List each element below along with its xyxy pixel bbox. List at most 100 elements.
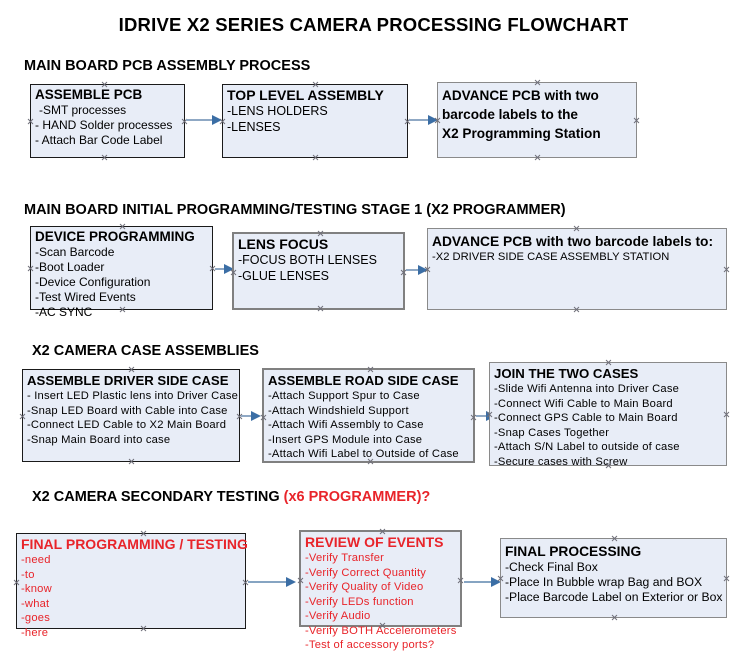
flow-box-line: -Verify BOTH Accelerometers (305, 624, 457, 637)
flow-box-line: -Attach S/N Label to outside of case (494, 441, 680, 453)
arrow-final-programming-to-review (248, 577, 296, 587)
flow-box-line: -Place Barcode Label on Exterior or Box (505, 590, 723, 605)
flow-box-device-programming[interactable]: DEVICE PROGRAMMING -Scan Barcode -Boot L… (27, 226, 213, 319)
flow-box-line: -goes (21, 612, 50, 624)
flow-box-line: -Slide Wifi Antenna into Driver Case (494, 383, 680, 395)
flow-box-line: -know (21, 583, 52, 595)
connection-handle-bottom[interactable] (312, 154, 319, 161)
flow-box-advance-pcb-programming-station[interactable]: ADVANCE PCB with two barcode labels to t… (437, 82, 637, 158)
flow-box-title: ADVANCE PCB with two (442, 88, 599, 103)
arrow-top-level-to-advance-pcb (409, 115, 438, 125)
connection-handle-left[interactable] (27, 118, 34, 125)
section-heading-text: MAIN BOARD INITIAL PROGRAMMING/TESTING S… (24, 202, 566, 218)
connection-handle-bottom[interactable] (573, 306, 580, 313)
flow-box-line: -GLUE LENSES (238, 268, 330, 283)
connection-handle-left[interactable] (27, 265, 34, 272)
flow-box-join-the-two-cases[interactable]: JOIN THE TWO CASES -Slide Wifi Antenna i… (489, 362, 730, 468)
arrow-assemble-pcb-to-top-level (186, 115, 222, 125)
flow-box-line: -Secure cases with Screw (494, 455, 628, 468)
connection-handle-right[interactable] (723, 411, 730, 418)
connection-handle-bottom[interactable] (101, 154, 108, 161)
connection-handle-bottom[interactable] (128, 458, 135, 465)
connection-handle-top[interactable] (534, 79, 541, 86)
flow-box-line: -Boot Loader (35, 260, 105, 274)
connection-handle-bottom[interactable] (317, 305, 324, 312)
flow-box-title: ASSEMBLE ROAD SIDE CASE (268, 373, 459, 388)
flow-box-final-processing[interactable]: FINAL PROCESSING -Check Final Box -Place… (500, 538, 727, 618)
connection-handle-right[interactable] (723, 575, 730, 582)
flow-box-line: -Verify Transfer (305, 552, 385, 564)
arrow-lens-focus-to-advance-pcb (406, 265, 428, 275)
flow-box-line-overflow: -Test of accessory ports? (305, 639, 435, 651)
flow-box-line: -LENSES (227, 119, 281, 134)
flow-box-line: -Device Configuration (35, 275, 151, 289)
flow-box-advance-pcb-driver-side[interactable]: ADVANCE PCB with two barcode labels to: … (427, 228, 727, 310)
flow-box-title: FINAL PROCESSING (505, 544, 642, 559)
flow-box-review-of-events[interactable]: REVIEW OF EVENTS -Verify Transfer -Verif… (297, 530, 464, 651)
flow-box-title: ASSEMBLE DRIVER SIDE CASE (27, 373, 229, 388)
flow-box-line: -Connect Wifi Cable to Main Board (494, 397, 673, 410)
flow-box-assemble-road-side-case[interactable]: ASSEMBLE ROAD SIDE CASE -Attach Support … (262, 368, 475, 463)
flow-box-title: ASSEMBLE PCB (35, 87, 143, 102)
flow-box-line: -Snap Cases Together (494, 426, 610, 439)
connection-handle-right[interactable] (633, 117, 640, 124)
flow-box-line: -Attach Support Spur to Case (268, 390, 420, 402)
flow-box-line: -to (21, 568, 35, 581)
flow-box-line: -Verify LEDs function (305, 595, 414, 608)
flow-box-line: -X2 DRIVER SIDE CASE ASSEMBLY STATION (432, 251, 670, 263)
section-heading-secondary-testing: X2 CAMERA SECONDARY TESTING (x6 PROGRAMM… (32, 489, 430, 505)
flow-box-assemble-driver-side-case[interactable]: ASSEMBLE DRIVER SIDE CASE - Insert LED P… (22, 369, 240, 462)
arrow-review-to-final-processing (464, 577, 501, 587)
arrow-device-programming-to-lens-focus (215, 264, 234, 274)
section-heading-note: (x6 PROGRAMMER)? (283, 489, 431, 505)
flow-box-line: -LENS HOLDERS (227, 104, 328, 118)
flow-box-line: - Insert LED Plastic lens into Driver Ca… (27, 390, 239, 402)
flow-box-line: barcode labels to the (442, 107, 578, 122)
connection-handle-bottom[interactable] (611, 614, 618, 621)
connection-handle-left[interactable] (13, 579, 20, 586)
flow-box-line: -SMT processes (39, 103, 127, 117)
connection-handle-top[interactable] (573, 225, 580, 232)
flow-box-line: -Snap LED Board with Cable into Case (27, 404, 228, 417)
section-heading-text: X2 CAMERA SECONDARY TESTING (32, 489, 284, 505)
flow-box-line: -need (21, 554, 51, 566)
flow-box-line: -AC SYNC (35, 305, 93, 319)
flow-box-title: JOIN THE TWO CASES (494, 366, 639, 381)
flow-box-line: -Attach Windshield Support (268, 404, 409, 417)
flow-box-title: FINAL PROGRAMMING / TESTING (21, 536, 248, 552)
section-heading-text: X2 CAMERA CASE ASSEMBLIES (32, 343, 259, 359)
flow-box-top-level-assembly[interactable]: TOP LEVEL ASSEMBLY -LENS HOLDERS -LENSES (222, 84, 408, 158)
flow-box-lens-focus[interactable]: LENS FOCUS -FOCUS BOTH LENSES -GLUE LENS… (232, 232, 405, 310)
flow-box-line: - Attach Bar Code Label (35, 133, 163, 147)
flow-box-line: -Verify Audio (305, 610, 371, 622)
arrow-driver-case-to-road-case (241, 411, 261, 421)
flow-box-line: -what (21, 597, 50, 610)
flow-box-assemble-pcb[interactable]: ASSEMBLE PCB -SMT processes - HAND Solde… (30, 84, 185, 158)
connection-handle-left[interactable] (297, 577, 304, 584)
flow-box-title: DEVICE PROGRAMMING (35, 229, 195, 244)
flow-box-line: -Test Wired Events (35, 290, 136, 304)
connection-handle-right[interactable] (723, 266, 730, 273)
flow-box-line: -Place In Bubble wrap Bag and BOX (505, 575, 703, 590)
section-heading-text: MAIN BOARD PCB ASSEMBLY PROCESS (24, 58, 311, 74)
section-heading-pcb-assembly: MAIN BOARD PCB ASSEMBLY PROCESS (24, 58, 310, 74)
flow-box-line: -Check Final Box (505, 560, 598, 574)
flow-box-line: - HAND Solder processes (35, 118, 173, 132)
connection-handle-top[interactable] (611, 535, 618, 542)
connection-handle-right[interactable] (457, 577, 464, 584)
section-heading-case-assemblies: X2 CAMERA CASE ASSEMBLIES (32, 343, 259, 359)
connection-handle-left[interactable] (230, 269, 237, 276)
flow-box-line: -Insert GPS Module into Case (268, 433, 423, 446)
section-heading-initial-programming: MAIN BOARD INITIAL PROGRAMMING/TESTING S… (24, 202, 566, 218)
flow-box-title: LENS FOCUS (238, 236, 329, 252)
connection-handle-left[interactable] (260, 414, 267, 421)
flow-box-title: ADVANCE PCB with two barcode labels to: (432, 234, 714, 249)
flow-box-title: REVIEW OF EVENTS (305, 534, 444, 550)
connection-handle-left[interactable] (19, 413, 26, 420)
flow-box-line: -here (21, 626, 49, 639)
connection-handle-bottom[interactable] (534, 154, 541, 161)
flow-box-line: X2 Programming Station (442, 126, 601, 141)
flow-box-final-programming-testing[interactable]: FINAL PROGRAMMING / TESTING -need -to -k… (13, 533, 248, 639)
flow-box-line: -Attach Wifi Label to Outside of Case (268, 448, 459, 460)
